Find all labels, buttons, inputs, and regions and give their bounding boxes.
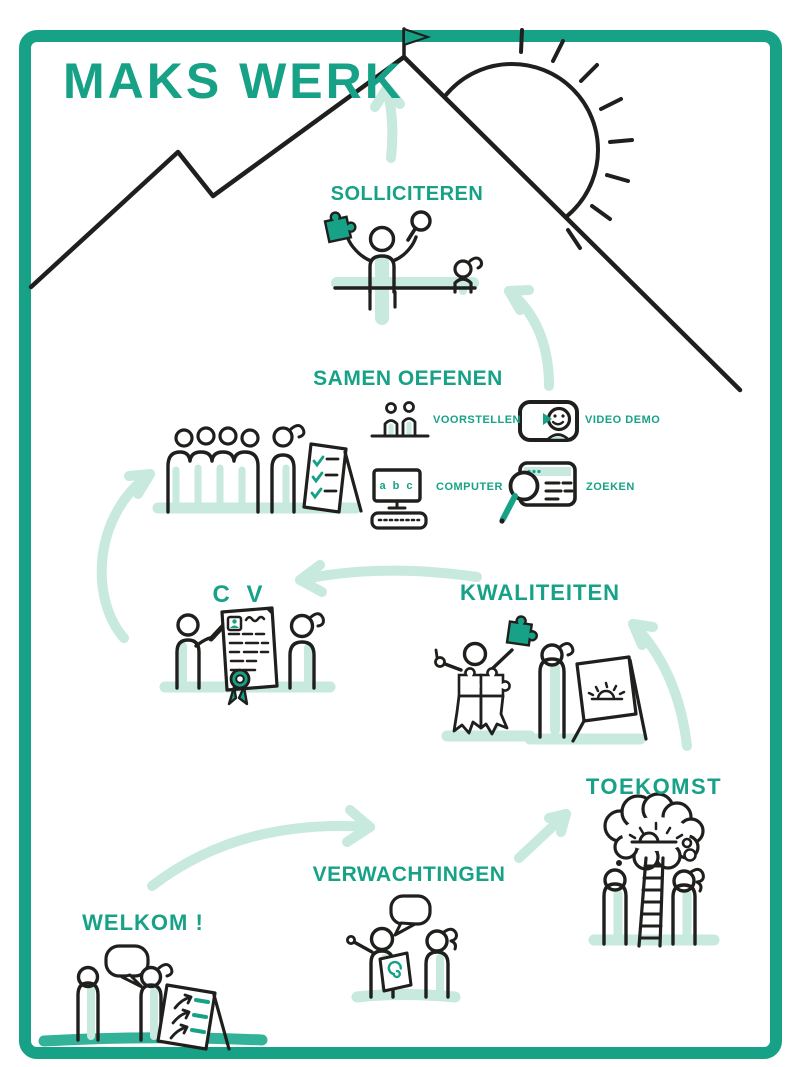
arrow-kwaliteiten-to-cv (295, 560, 482, 597)
border-frame (19, 30, 782, 1059)
label-computer: COMPUTER (436, 481, 503, 493)
arrow-samen-oefenen-to-solliciteren (504, 285, 554, 391)
label-toekomst: TOEKOMST (586, 774, 722, 799)
label-video-demo: VIDEO DEMO (585, 414, 660, 426)
scene-verwachtingen (345, 894, 461, 1003)
speech-bubble-icon (389, 894, 432, 937)
flipchart-checklist-icon (302, 442, 363, 514)
award-ribbon-icon (227, 668, 251, 706)
ladder-icon (637, 856, 665, 948)
icon-voorstellen (370, 401, 430, 438)
poster-title: MAKS WERK (63, 53, 404, 109)
puzzle-piece-icon (322, 207, 359, 244)
label-verwachtingen: VERWACHTINGEN (313, 863, 506, 886)
scene-cv (159, 606, 336, 706)
sun-icon (424, 28, 634, 250)
scene-solliciteren (322, 207, 484, 325)
speech-bubble-icon (104, 944, 150, 989)
label-voorstellen: VOORSTELLEN (433, 414, 521, 426)
scene-welkom (38, 944, 268, 1051)
puzzle-piece-icon (505, 613, 541, 648)
thought-cloud-icon (603, 792, 705, 871)
arrow-cv-to-samen-oefenen (96, 469, 155, 643)
label-samen-oefenen: SAMEN OEFENEN (313, 367, 503, 390)
flag-icon (402, 27, 432, 59)
mountain (28, 27, 743, 393)
icon-video-demo (518, 400, 579, 442)
scene-kwaliteiten (434, 613, 648, 745)
label-zoeken: ZOEKEN (586, 481, 635, 493)
scene-toekomst (588, 792, 720, 948)
arrow-welkom-to-verwachtingen (147, 805, 375, 891)
label-cv: C V (212, 581, 267, 608)
label-kwaliteiten: KWALITEITEN (460, 580, 620, 605)
computer-screen-text: a b c (379, 480, 414, 492)
label-welkom: WELKOM ! (82, 910, 204, 935)
arrow-verwachtingen-to-toekomst (514, 809, 571, 863)
flipchart-sun-icon (571, 655, 648, 743)
scene-samen-oefenen-group (152, 424, 363, 514)
magnifier-icon (406, 210, 432, 242)
arrow-toekomst-to-kwaliteiten (628, 619, 692, 751)
folder-icon (378, 951, 413, 993)
flipchart-agenda-icon (156, 983, 231, 1051)
arrow-solliciteren-to-peak (370, 83, 405, 163)
icon-computer: a b c (370, 468, 428, 530)
label-solliciteren: SOLLICITEREN (331, 183, 484, 205)
icon-zoeken (499, 461, 577, 524)
